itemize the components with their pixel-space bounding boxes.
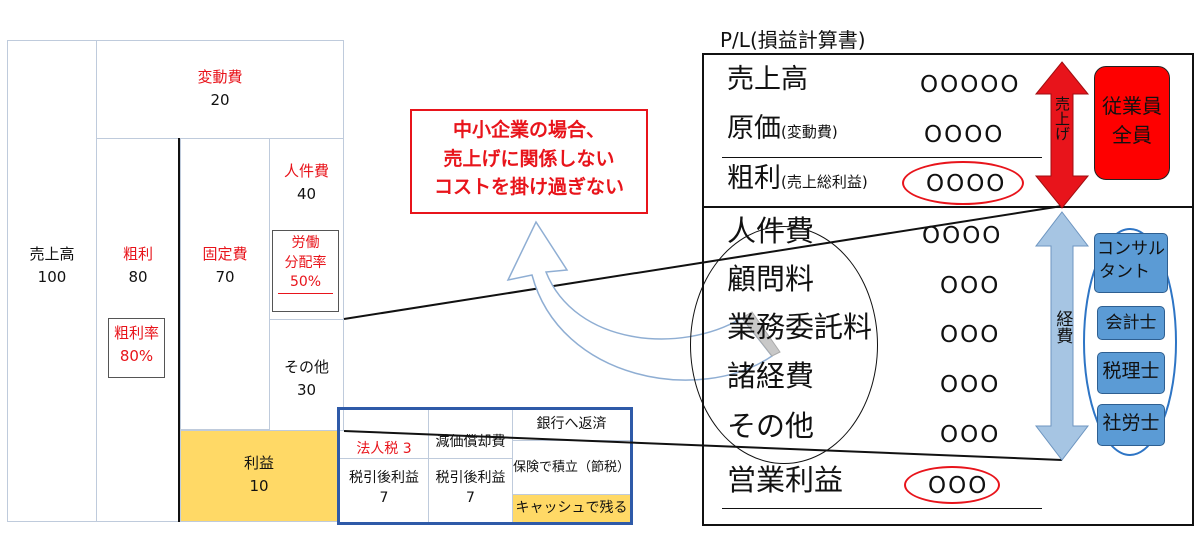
advisor-tax-accountant: 税理士	[1097, 352, 1165, 394]
pl-gross-underline	[722, 157, 1042, 158]
after-tax-profit-1: 税引後利益 7	[349, 470, 419, 507]
pl-gross-ellipse	[902, 161, 1024, 205]
fixed-cost-label: 固定費 70	[202, 245, 248, 286]
pl-row-sales: 売上高	[727, 64, 808, 95]
gross-rate-box	[108, 318, 165, 378]
pl-value-cogs: OOOO	[924, 122, 1005, 148]
pl-row-gross: 粗利(売上総利益)	[727, 163, 868, 194]
pl-value-misc: OOO	[940, 372, 1001, 398]
gross-rate-label: 粗利率 80%	[113, 324, 159, 365]
pl-value-operating-profit: OOO	[928, 473, 989, 499]
pl-value-gross: OOOO	[926, 171, 1007, 197]
variable-cost-label: 変動費 20	[197, 68, 243, 109]
bank-repayment-label: 銀行へ返済	[536, 416, 607, 432]
profit-label: 利益 10	[243, 454, 274, 495]
expense-group-circle	[690, 226, 878, 464]
cash-remains-fill	[513, 495, 630, 522]
pl-operating-ellipse	[904, 466, 1000, 504]
gross-profit-label: 粗利 80	[122, 245, 153, 286]
labor-cost-label: 人件費 40	[283, 162, 329, 203]
col-divider-2	[512, 410, 513, 522]
insurance-saving-label: 保険で積立（節税）	[513, 460, 631, 475]
pl-value-outsourcing: OOO	[940, 322, 1001, 348]
row-divider-3	[513, 494, 630, 495]
advisor-labor-consultant: 社労士	[1097, 404, 1165, 446]
labor-share-label: 労働 分配率 50%	[272, 234, 339, 294]
cash-remains-label: キャッシュで残る	[515, 500, 628, 516]
labor-share-box	[272, 230, 339, 312]
sales-arrow-label: 売上げ	[1053, 96, 1071, 141]
profit-box	[180, 430, 338, 522]
pl-value-advisory: OOO	[940, 273, 1001, 299]
pl-value-sales: OOOOO	[920, 72, 1021, 98]
pl-title: P/L(損益計算書)	[720, 28, 866, 52]
callout-text: 中小企業の場合、 売上げに関係しない コストを掛け過ぎない	[433, 119, 624, 198]
expense-double-arrow-icon	[1034, 211, 1090, 461]
after-tax-profit-2: 税引後利益 7	[435, 470, 506, 507]
gross-fixed-divider	[178, 138, 181, 522]
profit-breakdown-frame	[337, 407, 633, 525]
callout-box	[410, 109, 648, 214]
pl-value-labor: OOOO	[922, 223, 1003, 249]
employees-label: 従業員 全員	[1102, 94, 1162, 147]
advisor-group-ellipse	[1083, 228, 1177, 456]
pl-row-operating-profit: 営業利益	[727, 463, 844, 497]
col-divider-1	[428, 410, 429, 522]
employees-badge	[1094, 66, 1170, 180]
depreciation-label: 減価償却費	[435, 434, 506, 450]
expense-arrow-label: 経費	[1052, 310, 1073, 344]
advisor-accountant: 会計士	[1097, 306, 1165, 340]
sales-label: 売上高 100	[29, 245, 75, 286]
row-divider-1	[340, 458, 513, 459]
sales-double-arrow-icon	[1034, 61, 1090, 209]
corporate-tax-label: 法人税 3	[356, 441, 412, 457]
other-cost-label: その他 30	[283, 358, 329, 399]
pl-value-other: OOO	[940, 422, 1001, 448]
advisor-consultant: コンサル タント	[1094, 233, 1168, 293]
pl-operating-underline	[722, 508, 1042, 509]
pl-row-cogs: 原価(変動費)	[727, 113, 838, 144]
